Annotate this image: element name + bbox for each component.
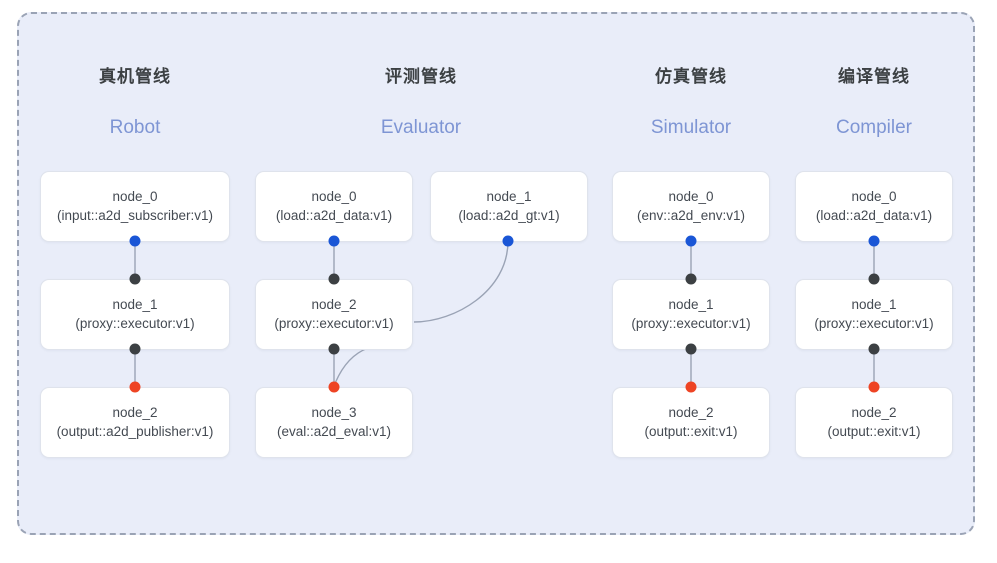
node-type: (load::a2d_data:v1) <box>815 207 933 223</box>
node-type: (env::a2d_env:v1) <box>636 207 746 223</box>
column-title-robot: 真机管线 <box>99 67 171 86</box>
node-type: (output::exit:v1) <box>827 423 921 439</box>
column-header-robot: 真机管线 Robot <box>45 62 225 139</box>
port-output-evaluator-2[interactable] <box>328 343 340 355</box>
port-output-compiler-1[interactable] <box>868 343 880 355</box>
node-simulator-2[interactable]: node_2 (output::exit:v1) <box>612 387 770 458</box>
node-type: (output::exit:v1) <box>644 423 738 439</box>
port-terminal-compiler-2[interactable] <box>868 381 880 393</box>
port-output-robot-0[interactable] <box>129 235 141 247</box>
column-title-evaluator: 评测管线 <box>385 67 457 86</box>
column-title-compiler: 编译管线 <box>838 67 910 86</box>
node-robot-1[interactable]: node_1 (proxy::executor:v1) <box>40 279 230 350</box>
node-robot-0[interactable]: node_0 (input::a2d_subscriber:v1) <box>40 171 230 242</box>
node-type: (proxy::executor:v1) <box>631 315 751 331</box>
node-name: node_3 <box>311 405 357 421</box>
node-name: node_0 <box>851 189 897 205</box>
node-type: (input::a2d_subscriber:v1) <box>56 207 214 223</box>
port-terminal-evaluator-3[interactable] <box>328 381 340 393</box>
node-type: (proxy::executor:v1) <box>75 315 195 331</box>
port-terminal-robot-2[interactable] <box>129 381 141 393</box>
node-name: node_1 <box>112 297 158 313</box>
column-subtitle-evaluator: Evaluator <box>380 117 462 138</box>
port-output-evaluator-1[interactable] <box>502 235 514 247</box>
node-name: node_1 <box>486 189 532 205</box>
column-subtitle-robot: Robot <box>109 117 161 138</box>
node-evaluator-0[interactable]: node_0 (load::a2d_data:v1) <box>255 171 413 242</box>
node-evaluator-2[interactable]: node_2 (proxy::executor:v1) <box>255 279 413 350</box>
node-name: node_2 <box>668 405 714 421</box>
node-name: node_1 <box>668 297 714 313</box>
node-simulator-0[interactable]: node_0 (env::a2d_env:v1) <box>612 171 770 242</box>
node-type: (proxy::executor:v1) <box>274 315 394 331</box>
node-robot-2[interactable]: node_2 (output::a2d_publisher:v1) <box>40 387 230 458</box>
port-terminal-simulator-2[interactable] <box>685 381 697 393</box>
port-output-simulator-1[interactable] <box>685 343 697 355</box>
port-input-simulator-1[interactable] <box>685 273 697 285</box>
node-name: node_1 <box>851 297 897 313</box>
node-name: node_0 <box>311 189 357 205</box>
port-output-robot-1[interactable] <box>129 343 141 355</box>
node-type: (eval::a2d_eval:v1) <box>276 423 392 439</box>
column-header-compiler: 编译管线 Compiler <box>784 62 964 139</box>
node-name: node_2 <box>311 297 357 313</box>
node-type: (proxy::executor:v1) <box>814 315 934 331</box>
column-subtitle-compiler: Compiler <box>835 117 913 138</box>
port-input-evaluator-2[interactable] <box>328 273 340 285</box>
column-title-simulator: 仿真管线 <box>655 67 727 86</box>
node-simulator-1[interactable]: node_1 (proxy::executor:v1) <box>612 279 770 350</box>
port-output-evaluator-0[interactable] <box>328 235 340 247</box>
node-name: node_2 <box>112 405 158 421</box>
node-name: node_0 <box>112 189 158 205</box>
node-compiler-2[interactable]: node_2 (output::exit:v1) <box>795 387 953 458</box>
node-type: (load::a2d_gt:v1) <box>458 207 560 223</box>
column-header-simulator: 仿真管线 Simulator <box>601 62 781 139</box>
node-name: node_2 <box>851 405 897 421</box>
node-compiler-0[interactable]: node_0 (load::a2d_data:v1) <box>795 171 953 242</box>
node-compiler-1[interactable]: node_1 (proxy::executor:v1) <box>795 279 953 350</box>
node-type: (load::a2d_data:v1) <box>275 207 393 223</box>
port-output-compiler-0[interactable] <box>868 235 880 247</box>
port-input-compiler-1[interactable] <box>868 273 880 285</box>
node-name: node_0 <box>668 189 714 205</box>
node-evaluator-1[interactable]: node_1 (load::a2d_gt:v1) <box>430 171 588 242</box>
column-header-evaluator: 评测管线 Evaluator <box>331 62 511 139</box>
node-evaluator-3[interactable]: node_3 (eval::a2d_eval:v1) <box>255 387 413 458</box>
column-subtitle-simulator: Simulator <box>650 117 732 138</box>
node-type: (output::a2d_publisher:v1) <box>56 423 214 439</box>
port-input-robot-1[interactable] <box>129 273 141 285</box>
port-output-simulator-0[interactable] <box>685 235 697 247</box>
